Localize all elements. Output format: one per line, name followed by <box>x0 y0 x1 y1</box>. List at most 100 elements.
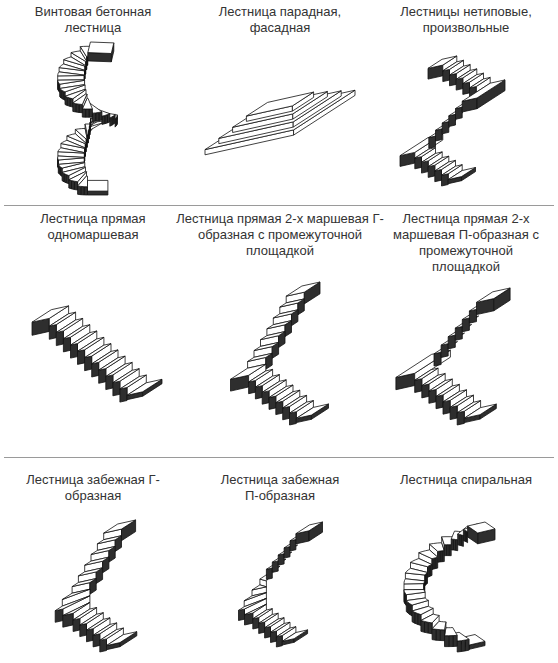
stair-illustration <box>205 90 355 155</box>
stair-illustration <box>396 288 510 425</box>
stair-face <box>457 641 461 652</box>
stair-face <box>436 629 440 640</box>
stair-face <box>442 122 449 134</box>
stair-face <box>85 557 109 565</box>
stair-illustration <box>32 306 162 402</box>
stair-face <box>81 186 84 195</box>
stair-face <box>462 318 469 332</box>
stair-face <box>435 170 442 182</box>
stair-face <box>92 113 95 122</box>
stair-face <box>80 624 87 637</box>
stair-face <box>266 568 272 580</box>
stair-face <box>73 619 80 632</box>
stair-face <box>99 112 102 121</box>
stair-face <box>76 104 79 113</box>
stair-face <box>73 94 87 105</box>
stair-illustration <box>404 522 495 652</box>
stair-face <box>106 375 113 390</box>
stair-face <box>99 369 106 384</box>
stair-face <box>284 547 290 559</box>
caption-label: Лестница забежная Г-образная <box>26 472 161 504</box>
stair-face <box>59 64 85 71</box>
divider-line <box>4 205 554 206</box>
stair-face <box>443 69 450 81</box>
stair-face <box>276 636 282 648</box>
stair-face <box>436 129 443 141</box>
stair-face <box>62 172 64 181</box>
stair-face <box>449 114 456 126</box>
stair-face <box>453 635 457 646</box>
stair-face <box>296 404 328 418</box>
stair-face <box>296 522 323 534</box>
stair-face <box>422 384 429 398</box>
stair-face <box>426 573 427 585</box>
stair-illustration <box>239 522 323 647</box>
caption-label: Лестницы нетиповые, произвольные <box>391 4 541 36</box>
stair-face <box>90 118 91 126</box>
stair-face <box>444 545 446 556</box>
stair-face <box>463 530 465 542</box>
stair-face <box>405 568 427 575</box>
stair-face <box>432 629 436 640</box>
stair-face <box>276 401 283 414</box>
stair-face <box>100 639 107 652</box>
stair-face <box>205 90 355 149</box>
stair-face <box>283 407 290 420</box>
stair-face <box>104 520 136 533</box>
stair-face <box>412 606 433 614</box>
stair-face <box>82 109 85 117</box>
stair-face <box>419 550 438 559</box>
stair-illustration <box>231 282 329 425</box>
stair-face <box>286 282 320 296</box>
stair-face <box>88 191 108 195</box>
stair-face <box>78 176 88 187</box>
stair-face <box>78 350 85 365</box>
stair-face <box>280 299 305 307</box>
stair-face <box>418 614 421 626</box>
stair-face <box>58 148 85 153</box>
stair-face <box>421 614 439 623</box>
stair-face <box>448 335 455 349</box>
stair-face <box>425 573 427 585</box>
stair-face <box>92 362 99 377</box>
stair-face <box>84 187 87 195</box>
stair-face <box>89 109 92 117</box>
stair-face <box>451 539 453 550</box>
stair-face <box>455 327 462 341</box>
stair-face <box>434 352 441 366</box>
stair-face <box>450 74 457 86</box>
stair-face <box>462 80 505 101</box>
stair-face <box>468 522 495 533</box>
stair-face <box>90 118 91 126</box>
stair-face <box>415 612 418 624</box>
stair-face <box>458 534 460 545</box>
caption-label: Лестница забежная П-образная <box>213 472 348 504</box>
stair-face <box>273 310 298 318</box>
stair-face <box>58 162 85 168</box>
caption-label: Лестница спиральная <box>381 472 551 488</box>
stair-face <box>61 140 85 148</box>
stair-face <box>74 181 77 190</box>
caption-label: Лестница прямая одномаршевая <box>28 211 158 243</box>
stair-illustration <box>55 520 137 652</box>
stair-face <box>88 42 114 54</box>
caption-label: Лестница парадная, фасадная <box>205 4 355 36</box>
stair-face <box>269 396 276 409</box>
stair-face <box>406 598 428 605</box>
stair-face <box>456 107 463 119</box>
stair-face <box>457 411 464 425</box>
stair-face <box>78 186 81 195</box>
stair-face <box>239 609 245 621</box>
stair-face <box>253 618 259 630</box>
stair-face <box>463 82 470 94</box>
stair-face <box>252 585 266 590</box>
stair-face <box>63 337 70 352</box>
caption-label: Лестница прямая 2-х маршевая П-образная … <box>384 211 549 275</box>
stair-face <box>290 412 297 425</box>
stair-face <box>464 404 496 418</box>
stair-face <box>429 390 436 404</box>
stair-face <box>219 91 341 139</box>
stair-face <box>88 180 108 191</box>
stair-face <box>432 621 446 630</box>
stair-face <box>415 379 422 393</box>
